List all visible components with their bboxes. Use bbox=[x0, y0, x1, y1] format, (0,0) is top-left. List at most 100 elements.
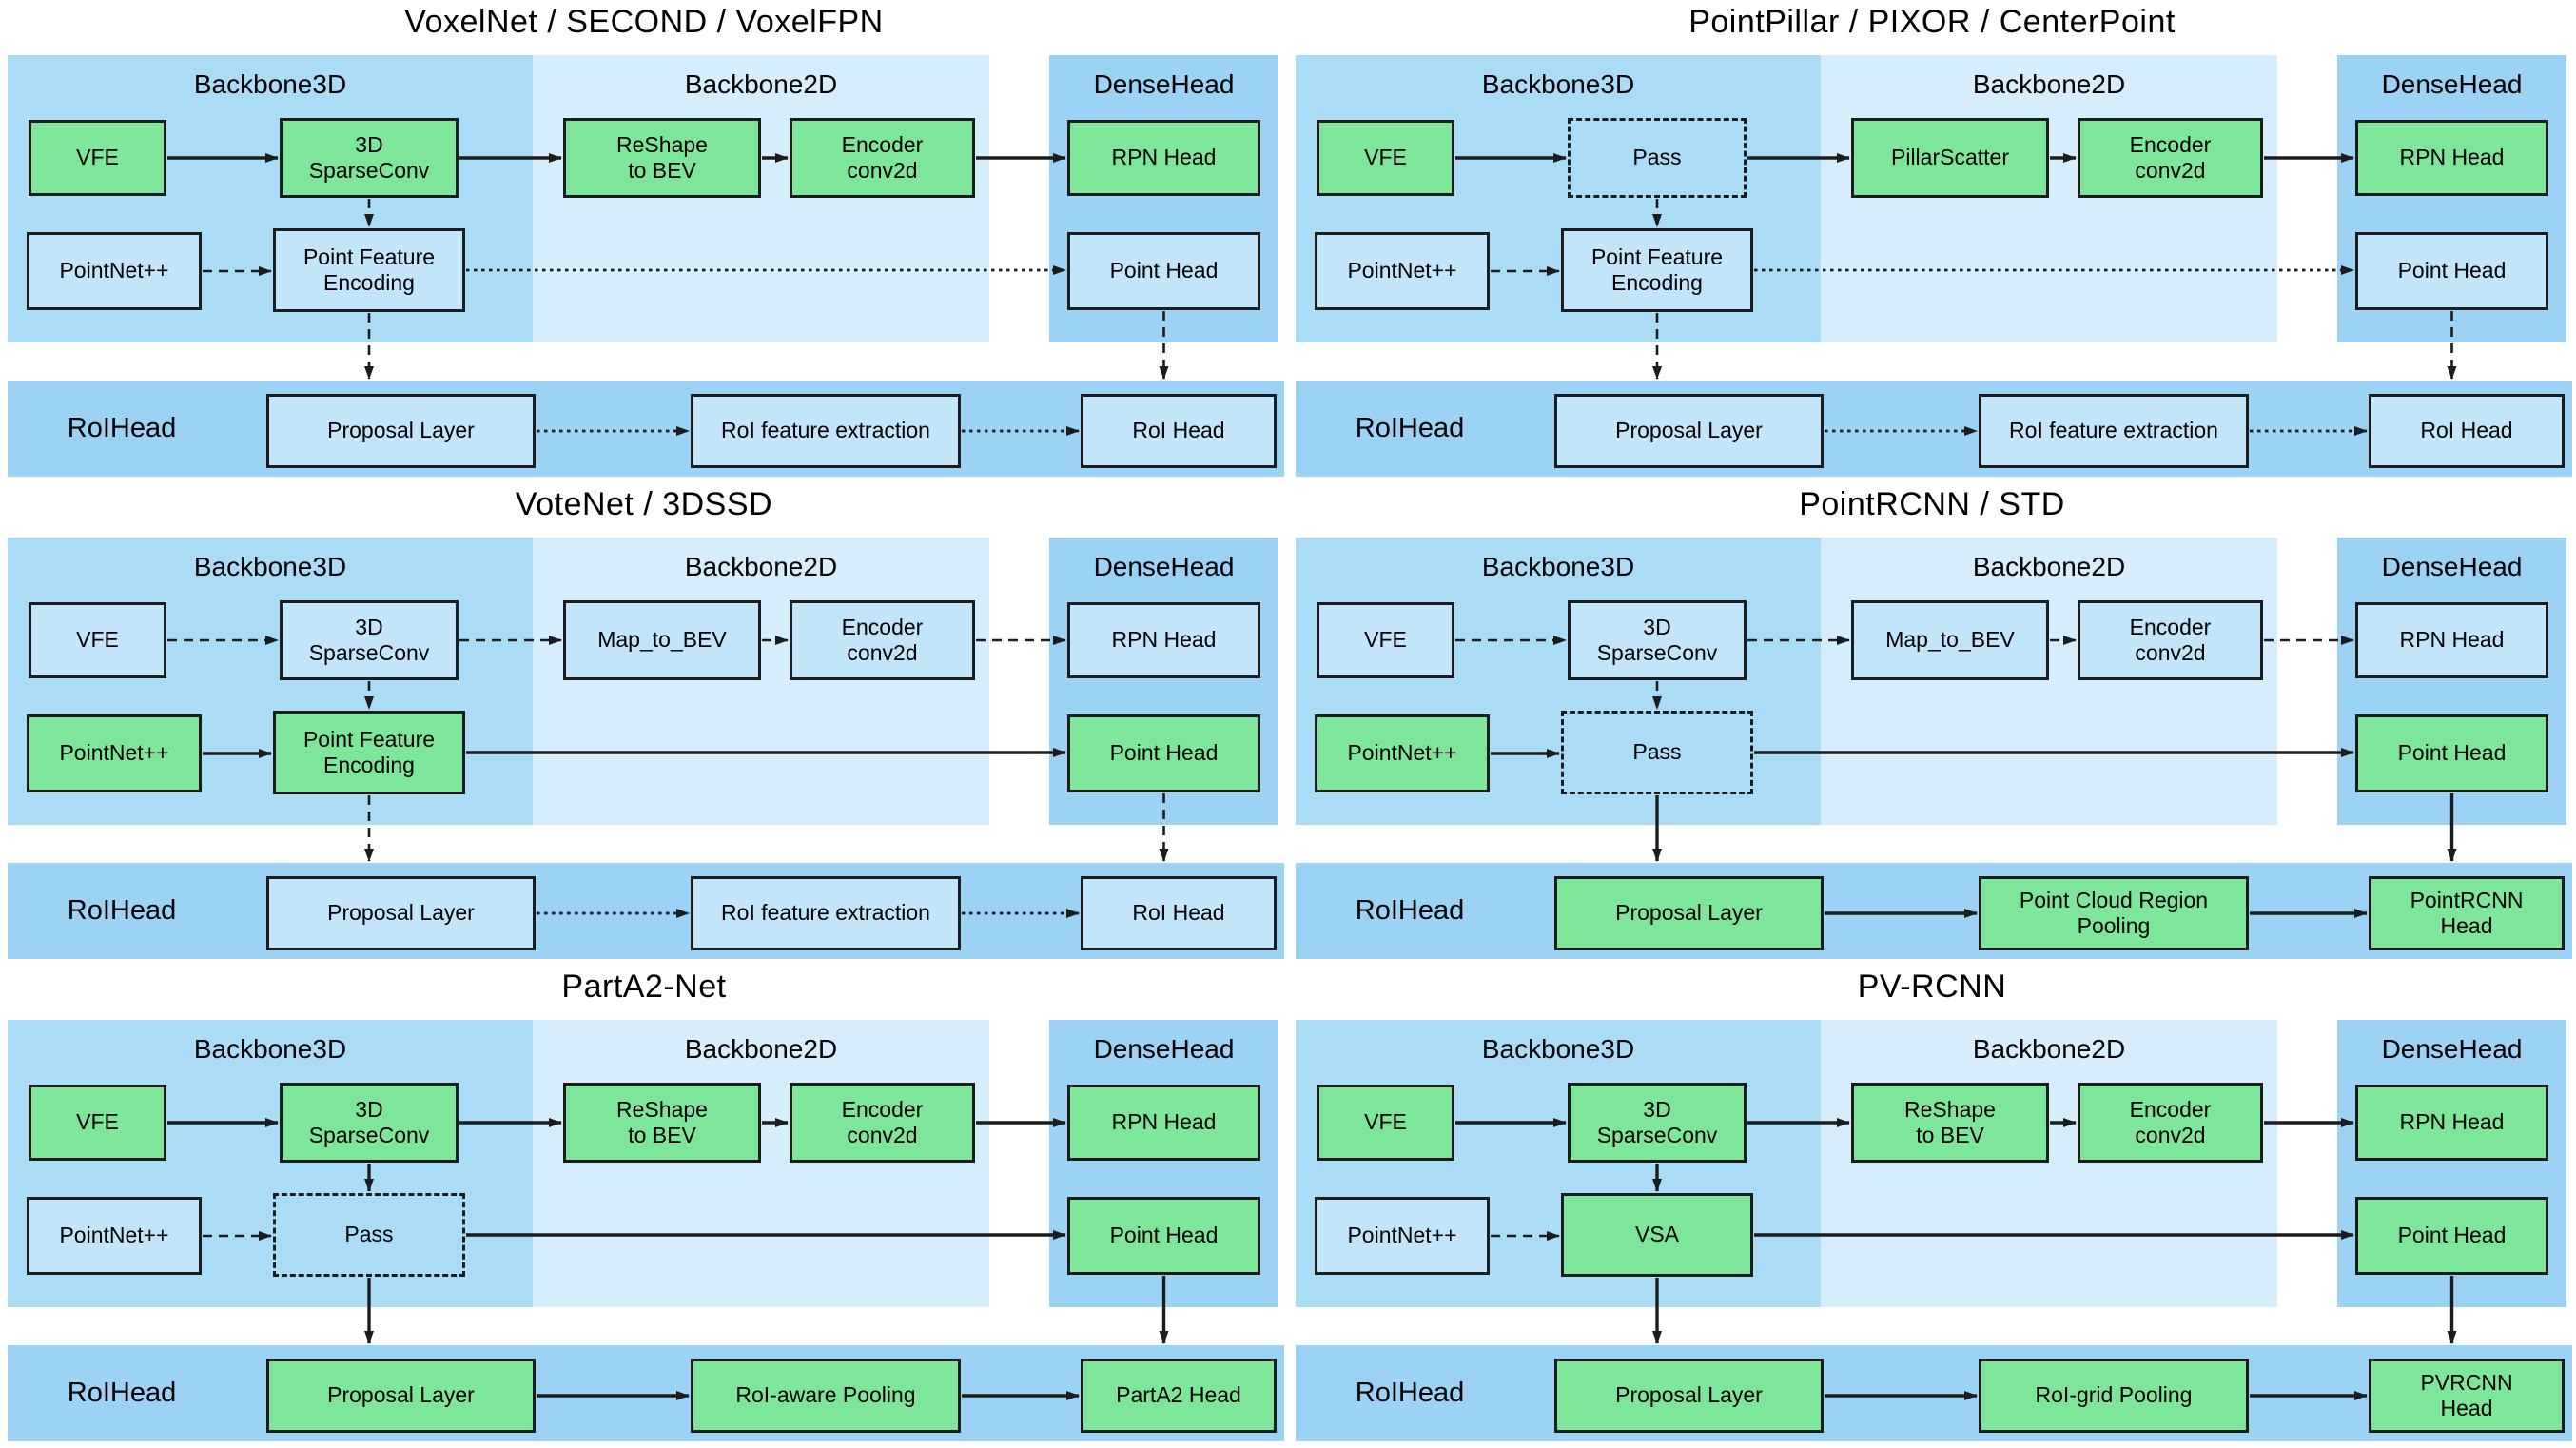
panel-title: PointRCNN / STD bbox=[1799, 486, 2065, 522]
node-label: Proposal Layer bbox=[327, 900, 475, 926]
node-label: VFE bbox=[1364, 145, 1407, 170]
node-label: Pass bbox=[1632, 739, 1682, 765]
node-encoder-conv2d: Encoder conv2d bbox=[2078, 118, 2263, 198]
node-roi-head: RoI Head bbox=[1081, 394, 1277, 468]
node-label: RPN Head bbox=[1111, 145, 1217, 170]
node-vfe: VFE bbox=[29, 602, 166, 678]
node-label: Proposal Layer bbox=[1615, 418, 1763, 443]
node-vfe: VFE bbox=[1317, 602, 1454, 678]
node-label: Encoder conv2d bbox=[841, 614, 924, 665]
panel-title: PointPillar / PIXOR / CenterPoint bbox=[1688, 4, 2176, 40]
node-roi-feature-extraction: RoI feature extraction bbox=[1979, 394, 2249, 468]
node-label: Proposal Layer bbox=[1615, 1382, 1763, 1408]
arrows-layer bbox=[167, 153, 1169, 436]
node-parta2-head: PartA2 Head bbox=[1081, 1359, 1277, 1433]
node-label: Encoder conv2d bbox=[841, 1096, 924, 1147]
node-label: RoI feature extraction bbox=[721, 900, 930, 926]
section-backbone2d: Backbone2D bbox=[533, 1020, 989, 1307]
section-label-backbone2d: Backbone2D bbox=[1972, 1034, 2126, 1064]
node-rpn-head: RPN Head bbox=[2355, 1085, 2548, 1161]
arrows-layer bbox=[1455, 153, 2457, 436]
panel-title: VoteNet / 3DSSD bbox=[515, 486, 773, 522]
node-label: RoI Head bbox=[1132, 418, 1225, 443]
section-label-backbone3d: Backbone3D bbox=[1481, 69, 1635, 99]
node-label: 3D SparseConv bbox=[308, 131, 430, 183]
section-label-backbone3d: Backbone3D bbox=[193, 1034, 347, 1064]
section-label-densehead: DenseHead bbox=[1093, 69, 1235, 99]
node-proposal-layer: Proposal Layer bbox=[266, 876, 536, 950]
node-label: PillarScatter bbox=[1891, 145, 2009, 170]
section-label-backbone2d: Backbone2D bbox=[684, 1034, 838, 1064]
node-label: ReShape to BEV bbox=[1904, 1096, 1996, 1147]
node-proposal-layer: Proposal Layer bbox=[266, 394, 536, 468]
node-label: RPN Head bbox=[2399, 1109, 2505, 1135]
node-roi-grid-pooling: RoI-grid Pooling bbox=[1979, 1359, 2249, 1433]
section-label-roihead: RoIHead bbox=[67, 1378, 177, 1408]
node-label: VFE bbox=[76, 145, 119, 170]
node-proposal-layer: Proposal Layer bbox=[1554, 876, 1824, 950]
node-encoder-conv2d: Encoder conv2d bbox=[2078, 600, 2263, 680]
node-label: VFE bbox=[76, 1109, 119, 1135]
node-label: 3D SparseConv bbox=[1596, 614, 1718, 665]
node-label: Map_to_BEV bbox=[1885, 627, 2015, 653]
node-point-feature-encoding: Point Feature Encoding bbox=[1561, 228, 1753, 312]
node-label: PointNet++ bbox=[1347, 740, 1457, 766]
node-pointnet: PointNet++ bbox=[1315, 714, 1490, 792]
section-label-densehead: DenseHead bbox=[2381, 1034, 2523, 1064]
node-point-cloud-region-pooling: Point Cloud Region Pooling bbox=[1979, 876, 2249, 950]
node-label: Point Feature Encoding bbox=[302, 726, 436, 777]
section-backbone2d: Backbone2D bbox=[1821, 55, 2277, 342]
node-label: ReShape to BEV bbox=[616, 131, 708, 183]
section-label-densehead: DenseHead bbox=[1093, 1034, 1235, 1064]
node-label: PointNet++ bbox=[1347, 1223, 1457, 1248]
section-backbone2d: Backbone2D bbox=[1821, 1020, 2277, 1307]
node-label: PointNet++ bbox=[59, 258, 169, 284]
node-encoder-conv2d: Encoder conv2d bbox=[790, 600, 975, 680]
node-label: RPN Head bbox=[1111, 627, 1217, 653]
node-reshape-to-bev: ReShape to BEV bbox=[563, 1083, 761, 1163]
node-point-feature-encoding: Point Feature Encoding bbox=[273, 228, 465, 312]
node-pass: Pass bbox=[1568, 118, 1747, 198]
node-vsa: VSA bbox=[1561, 1193, 1753, 1277]
node-pvrcnn-head: PVRCNN Head bbox=[2369, 1359, 2565, 1433]
section-backbone2d: Backbone2D bbox=[1821, 538, 2277, 825]
node-label: Point Cloud Region Pooling bbox=[2019, 887, 2209, 938]
node-reshape-to-bev: ReShape to BEV bbox=[563, 118, 761, 198]
node-pillarscatter: PillarScatter bbox=[1851, 118, 2049, 198]
node-proposal-layer: Proposal Layer bbox=[1554, 394, 1824, 468]
node-roi-feature-extraction: RoI feature extraction bbox=[691, 394, 961, 468]
node-point-head: Point Head bbox=[2355, 232, 2548, 310]
node-pointnet: PointNet++ bbox=[27, 232, 202, 310]
node-label: Point Feature Encoding bbox=[1590, 244, 1724, 295]
arrows-layer bbox=[1455, 1118, 2457, 1400]
node-label: Pass bbox=[1632, 145, 1682, 170]
node-pass: Pass bbox=[1561, 711, 1753, 794]
node-rpn-head: RPN Head bbox=[2355, 602, 2548, 678]
node-3d-sparseconv: 3D SparseConv bbox=[280, 118, 459, 198]
node-label: RPN Head bbox=[2399, 145, 2505, 170]
node-encoder-conv2d: Encoder conv2d bbox=[2078, 1083, 2263, 1163]
node-label: Proposal Layer bbox=[327, 418, 475, 443]
node-label: Point Feature Encoding bbox=[302, 244, 436, 295]
node-label: Point Head bbox=[1109, 258, 1219, 284]
node-encoder-conv2d: Encoder conv2d bbox=[790, 1083, 975, 1163]
node-label: RoI-aware Pooling bbox=[735, 1382, 916, 1408]
node-label: Point Head bbox=[2397, 740, 2507, 766]
node-label: RoI Head bbox=[1132, 900, 1225, 926]
node-pointnet: PointNet++ bbox=[27, 714, 202, 792]
section-label-backbone2d: Backbone2D bbox=[1972, 552, 2126, 581]
node-rpn-head: RPN Head bbox=[1067, 1085, 1260, 1161]
node-rpn-head: RPN Head bbox=[1067, 120, 1260, 196]
node-label: Proposal Layer bbox=[327, 1382, 475, 1408]
node-label: Point Head bbox=[1109, 1223, 1219, 1248]
panel-title: VoxelNet / SECOND / VoxelFPN bbox=[404, 4, 884, 40]
node-roi-aware-pooling: RoI-aware Pooling bbox=[691, 1359, 961, 1433]
section-label-backbone3d: Backbone3D bbox=[193, 69, 347, 99]
arrows-layer bbox=[167, 636, 1169, 918]
panel-title: PV-RCNN bbox=[1857, 969, 2007, 1005]
node-rpn-head: RPN Head bbox=[1067, 602, 1260, 678]
